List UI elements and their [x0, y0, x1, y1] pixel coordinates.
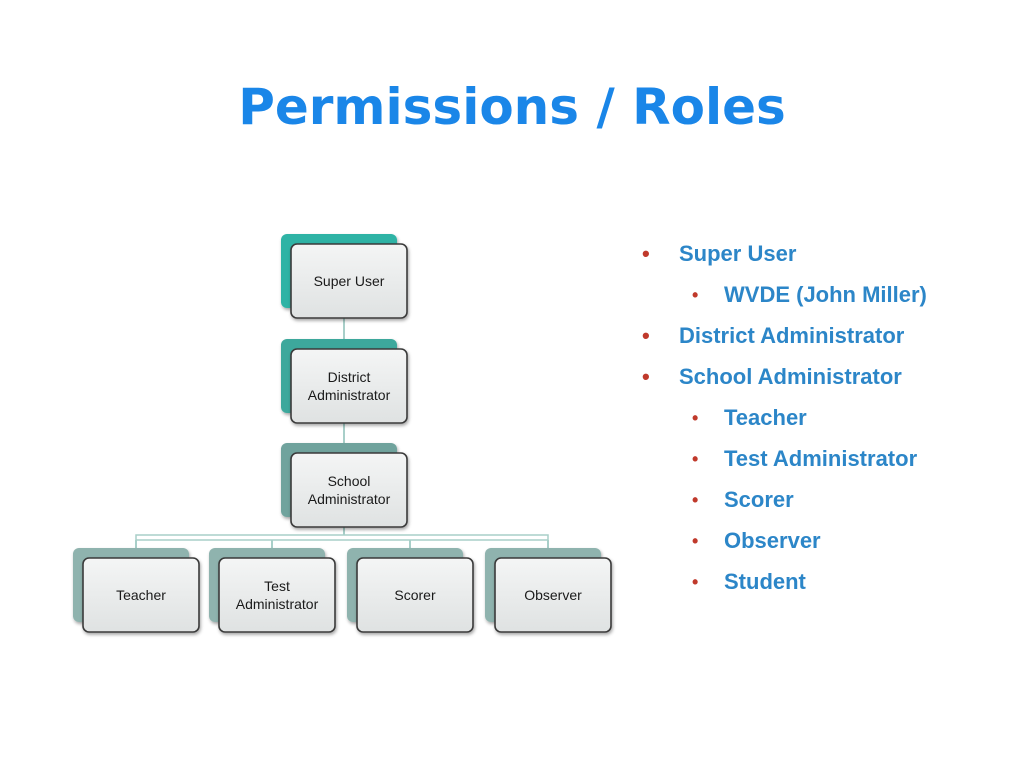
- node-test-admin-box: [218, 557, 336, 633]
- sub-bullet-item: • Scorer: [636, 482, 1016, 523]
- bullet-text: School Administrator: [679, 364, 902, 389]
- bullet-marker-icon: •: [692, 490, 699, 510]
- node-district-admin-box: [290, 348, 408, 424]
- bullet-item: • School Administrator: [636, 359, 1016, 400]
- bullet-item: • Super User: [636, 236, 1016, 277]
- node-school-admin-box: [290, 452, 408, 528]
- node-label-line: School: [327, 472, 371, 489]
- node-observer-box: [494, 557, 612, 633]
- node-label-observer: Observer: [495, 558, 611, 632]
- node-label-line: Administrator: [235, 596, 319, 612]
- node-label-line: District: [327, 368, 371, 385]
- node-teacher: [73, 548, 200, 633]
- bullet-item: • District Administrator: [636, 318, 1016, 359]
- sub-bullet-item: • Student: [636, 564, 1016, 605]
- node-super-user: [281, 234, 408, 319]
- bullet-marker-icon: •: [692, 285, 699, 305]
- bullet-text: District Administrator: [679, 323, 905, 348]
- node-label-line: Observer: [524, 586, 582, 603]
- node-scorer: [347, 548, 474, 633]
- node-school-admin: [281, 443, 408, 528]
- bullet-marker-icon: •: [692, 408, 699, 428]
- bullet-text: Teacher: [724, 405, 807, 430]
- connector-school_admin-bus: [135, 534, 549, 541]
- node-label-super-user: Super User: [291, 244, 407, 318]
- node-observer: [485, 548, 612, 633]
- bullet-text: WVDE (John Miller): [724, 282, 927, 307]
- sub-bullet-item: • WVDE (John Miller): [636, 277, 1016, 318]
- node-test-admin: [209, 548, 336, 633]
- node-label-scorer: Scorer: [357, 558, 473, 632]
- sub-bullet-item: • Observer: [636, 523, 1016, 564]
- bullet-marker-icon: •: [642, 364, 650, 389]
- role-bullet-list: • Super User • WVDE (John Miller) • District …: [636, 236, 1016, 605]
- bullet-text: Student: [724, 569, 806, 594]
- node-teacher-box: [82, 557, 200, 633]
- node-label-line: Administrator: [307, 491, 391, 507]
- bullet-marker-icon: •: [642, 241, 650, 266]
- bullet-marker-icon: •: [692, 449, 699, 469]
- node-label-teacher: Teacher: [83, 558, 199, 632]
- node-label-line: Test: [264, 577, 290, 594]
- bullet-text: Observer: [724, 528, 821, 553]
- sub-bullet-item: • Test Administrator: [636, 441, 1016, 482]
- node-super-user-box: [290, 243, 408, 319]
- node-label-line: Super User: [313, 272, 385, 289]
- bullet-marker-icon: •: [692, 572, 699, 592]
- node-district-admin: [281, 339, 408, 424]
- bullet-text: Test Administrator: [724, 446, 918, 471]
- slide-title: Permissions / Roles: [238, 78, 786, 136]
- node-label-line: Administrator: [307, 387, 391, 403]
- node-label-line: Teacher: [116, 586, 166, 603]
- bullet-text: Super User: [679, 241, 797, 266]
- bullet-marker-icon: •: [642, 323, 650, 348]
- bullet-text: Scorer: [724, 487, 794, 512]
- sub-bullet-item: • Teacher: [636, 400, 1016, 441]
- bullet-marker-icon: •: [692, 531, 699, 551]
- node-label-line: Scorer: [394, 586, 436, 603]
- node-scorer-box: [356, 557, 474, 633]
